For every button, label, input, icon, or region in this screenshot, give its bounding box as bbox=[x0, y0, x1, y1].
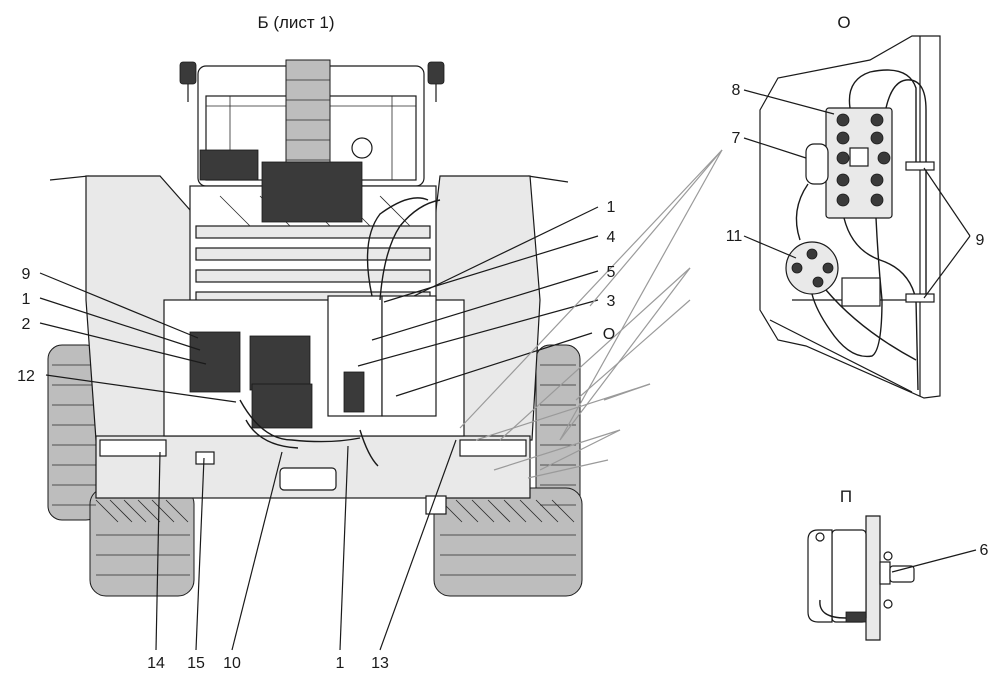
detail-o-view bbox=[759, 35, 941, 399]
callout-left-2: 2 bbox=[22, 316, 31, 333]
detail-o-title: О bbox=[837, 13, 850, 32]
electrical-equipment bbox=[189, 295, 437, 429]
callout-left-1: 1 bbox=[22, 291, 31, 308]
callout-left-9: 9 bbox=[22, 266, 31, 283]
ghost-arrows bbox=[459, 149, 723, 479]
callout-right-1: 1 bbox=[607, 199, 616, 216]
callout-o-7: 7 bbox=[732, 130, 741, 147]
left-tires bbox=[47, 344, 195, 597]
callout-right-o: О bbox=[603, 326, 615, 343]
terminal-block bbox=[805, 107, 893, 219]
detail-p-view bbox=[807, 515, 915, 641]
wire-harness bbox=[239, 197, 441, 467]
callout-bottom-10: 10 bbox=[223, 655, 241, 672]
callout-left-12: 12 bbox=[17, 368, 35, 385]
callout-right-5: 5 bbox=[607, 264, 616, 281]
main-view-title: Б (лист 1) bbox=[257, 13, 334, 32]
callout-labels: 9 1 2 12 1 4 5 3 О 14 15 10 1 13 8 7 11 … bbox=[17, 82, 988, 672]
round-connector bbox=[785, 241, 839, 295]
callout-bottom-1: 1 bbox=[336, 655, 345, 672]
callout-bottom-13: 13 bbox=[371, 655, 389, 672]
callout-o-11: 11 bbox=[726, 228, 743, 245]
detail-o-cables bbox=[795, 69, 927, 391]
callout-o-8: 8 bbox=[732, 82, 741, 99]
callout-right-4: 4 bbox=[607, 229, 616, 246]
callout-bottom-15: 15 bbox=[187, 655, 205, 672]
callout-o-9: 9 bbox=[976, 232, 985, 249]
callout-p-6: 6 bbox=[980, 542, 989, 559]
leader-lines bbox=[39, 89, 977, 651]
detail-p-title: П bbox=[840, 487, 852, 506]
cable-clamps bbox=[905, 161, 935, 303]
right-tires bbox=[433, 344, 583, 597]
callout-bottom-14: 14 bbox=[147, 655, 165, 672]
loader-rear-view bbox=[47, 59, 583, 597]
callout-right-3: 3 bbox=[607, 293, 616, 310]
